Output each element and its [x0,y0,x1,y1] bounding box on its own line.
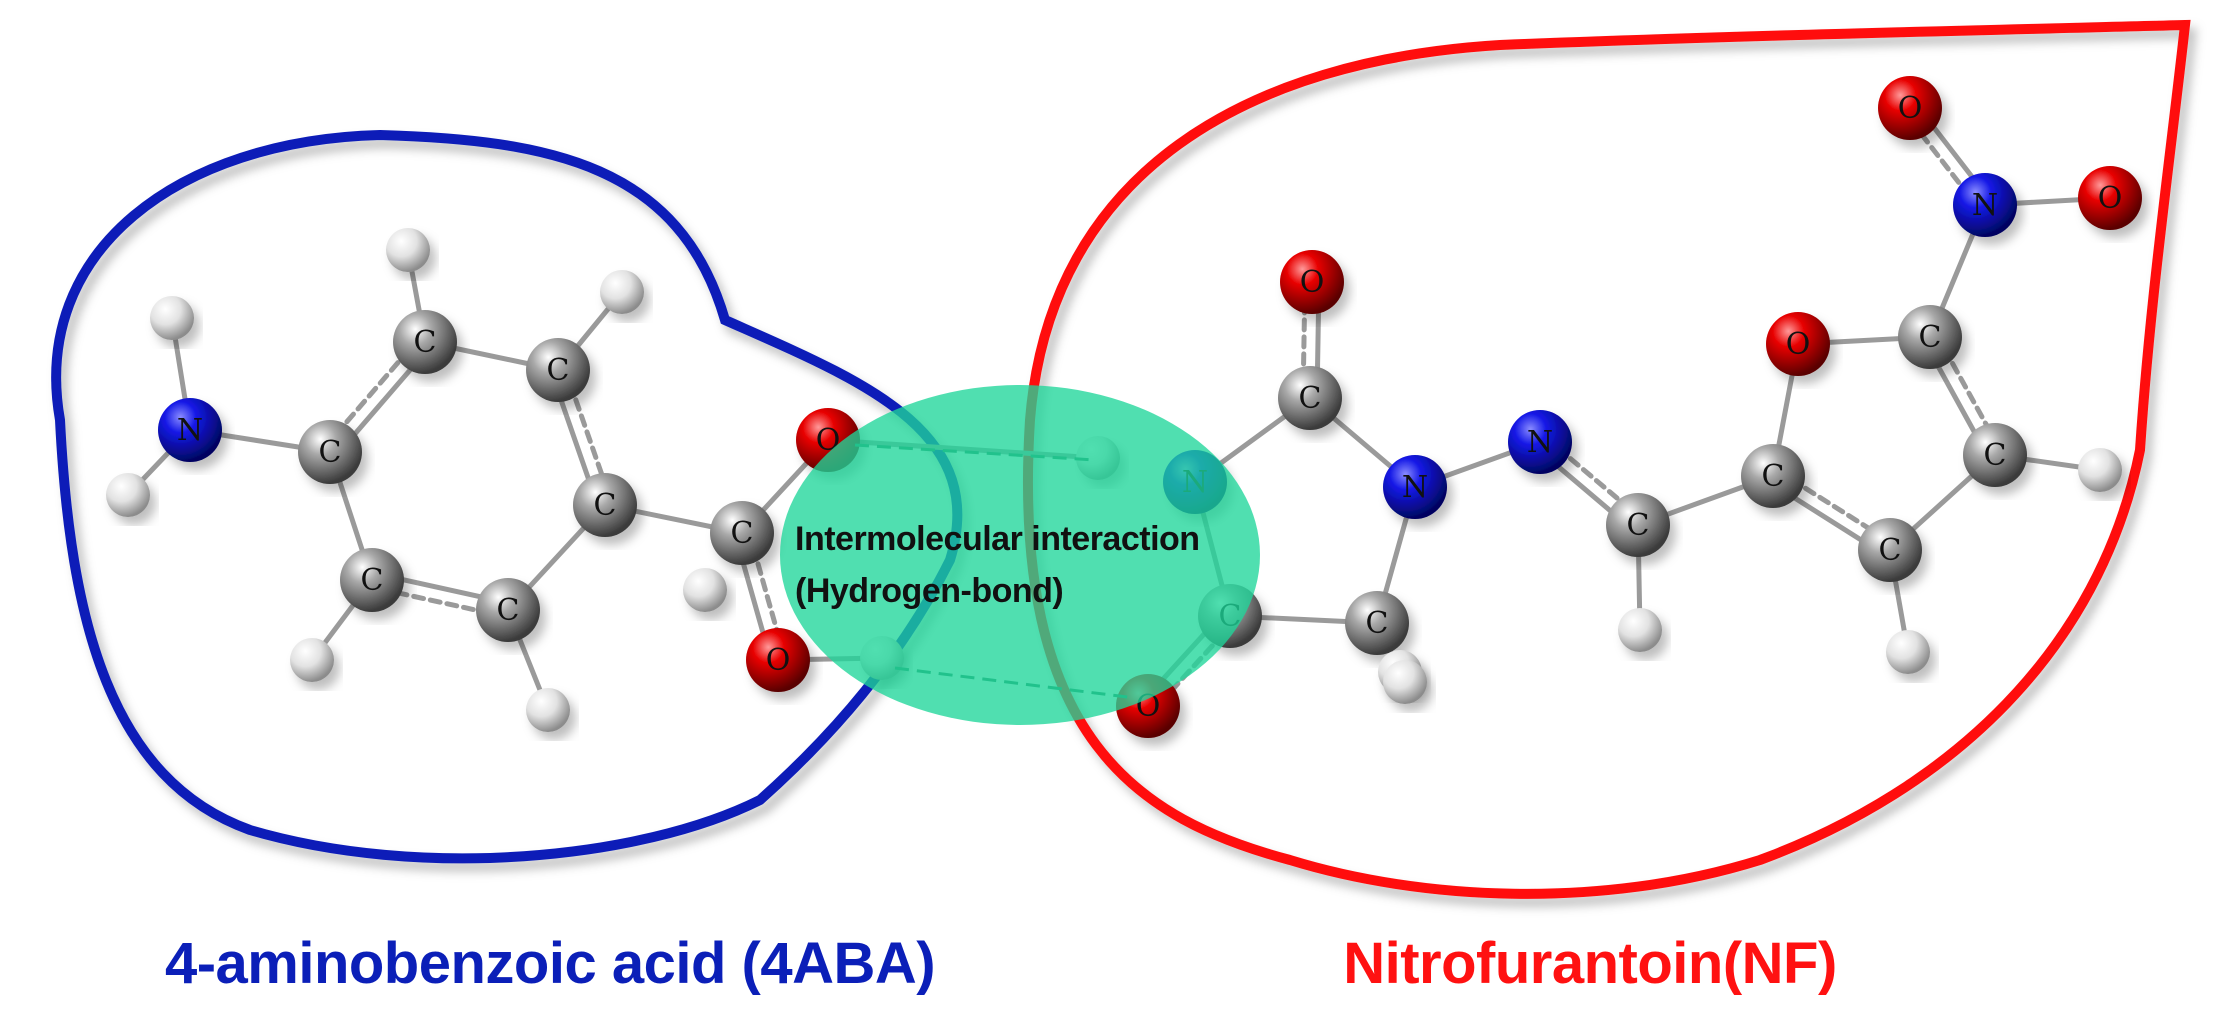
atom-h [150,296,194,340]
atom-o: O [2078,166,2142,230]
atom-label: C [497,593,520,628]
atom-h [1618,608,1662,652]
atom-h [683,568,727,612]
atom-h [526,688,570,732]
atom-label: N [1402,470,1428,505]
atom-c: C [1606,493,1670,557]
atom-label: O [766,643,791,678]
atom-h [1383,660,1427,704]
atom-label: C [414,325,437,360]
atom-label: C [1919,320,1942,355]
atom-label: C [1879,533,1902,568]
atom-label: C [1984,438,2007,473]
atom-c: C [298,420,362,484]
atom-c: C [573,473,637,537]
4aba-caption: 4-aminobenzoic acid (4ABA) [164,931,936,996]
atom-label: O [1300,265,1325,300]
atom-label: C [731,516,754,551]
atom-layer: NCCCCCCCOONCONCCONCCOCCCNOO [106,76,2142,738]
atom-n: N [1508,410,1572,474]
atom-c: C [393,310,457,374]
atom-label: C [547,353,570,388]
interaction-sublabel: (Hydrogen-bond) [795,572,1064,610]
atom-o: O [1766,312,1830,376]
atom-h [386,228,430,272]
atom-n: N [1383,455,1447,519]
interaction-ellipse [780,385,1260,725]
atom-o: O [746,628,810,692]
atom-label: C [594,488,617,523]
atom-o: O [1878,76,1942,140]
atom-c: C [476,578,540,642]
atom-label: C [319,435,342,470]
atom-c: C [1345,591,1409,655]
atom-label: C [1762,459,1785,494]
atom-c: C [340,548,404,612]
nf-outline [1022,19,2191,899]
atom-label: C [361,563,384,598]
atom-n: N [1953,173,2017,237]
atom-label: O [1898,91,1923,126]
atom-c: C [1963,423,2027,487]
atom-label: O [2098,181,2123,216]
atom-c: C [1278,366,1342,430]
atom-label: O [1786,327,1811,362]
atom-label: N [1972,188,1998,223]
atom-label: N [177,413,203,448]
atom-c: C [526,338,590,402]
atom-c: C [1858,518,1922,582]
atom-h [600,270,644,314]
atom-c: C [710,501,774,565]
atom-label: C [1299,381,1322,416]
atom-h [1886,630,1930,674]
atom-label: C [1627,508,1650,543]
atom-o: O [1280,250,1344,314]
interaction-label: Intermolecular interaction [795,520,1200,558]
atom-h [106,473,150,517]
atom-h [2078,448,2122,492]
atom-label: C [1366,606,1389,641]
atom-label: N [1527,425,1553,460]
atom-c: C [1741,444,1805,508]
atom-n: N [158,398,222,462]
atom-c: C [1898,305,1962,369]
nf-caption: Nitrofurantoin(NF) [1343,931,1837,996]
atom-h [290,638,334,682]
